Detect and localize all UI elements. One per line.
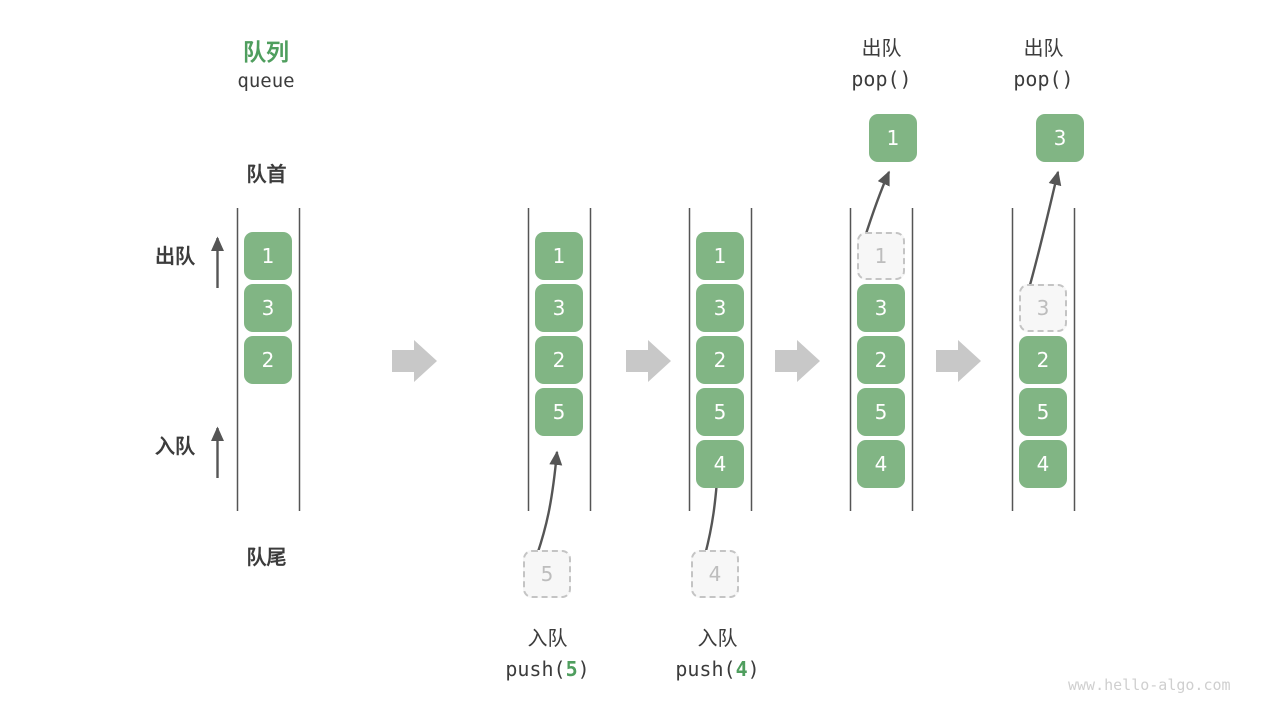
stage-connector-3 [775, 340, 820, 382]
pop-arrow-3 [1026, 170, 1062, 293]
push-arg: 5 [565, 657, 578, 681]
stage-push-4-op-label: 入队 [697, 626, 738, 650]
stage-connector-1 [392, 340, 437, 382]
queue-node: 5 [1019, 388, 1067, 436]
queue-node: 2 [535, 336, 583, 384]
stage-push-4-op-code: push(4) [675, 657, 760, 681]
queue-node-removed: 3 [1019, 284, 1067, 332]
popped-element-3: 3 [1036, 114, 1084, 162]
queue-node-removed: 1 [857, 232, 905, 280]
queue-node: 3 [857, 284, 905, 332]
stage-pop-3-op-label: 出队 [1023, 36, 1064, 60]
stage-connector-4 [936, 340, 981, 382]
stage-pop-1-nodes: 1 3 2 5 4 [857, 232, 905, 488]
incoming-element-4: 4 [691, 550, 739, 598]
push-arg: 4 [735, 657, 748, 681]
page-subtitle: queue [237, 70, 295, 92]
stage-pop-3-op-code: pop() [1013, 67, 1074, 91]
incoming-element-5: 5 [523, 550, 571, 598]
queue-node: 1 [244, 232, 292, 280]
queue-node: 4 [1019, 440, 1067, 488]
rails-stage-push-4 [688, 208, 753, 511]
queue-node-new: 4 [696, 440, 744, 488]
pop-arrow-1 [862, 170, 891, 241]
enqueue-direction-label: 入队 [155, 434, 195, 458]
queue-node: 2 [696, 336, 744, 384]
rails-stage-push-5 [527, 208, 592, 511]
rails-stage-pop-3 [1011, 208, 1076, 511]
queue-node: 5 [857, 388, 905, 436]
queue-head-label: 队首 [246, 162, 287, 186]
queue-node: 3 [535, 284, 583, 332]
queue-node: 1 [535, 232, 583, 280]
queue-node-new: 5 [535, 388, 583, 436]
stage-pop-1-op-label: 出队 [861, 36, 902, 60]
queue-node: 5 [696, 388, 744, 436]
rails-stage-initial [236, 208, 301, 511]
queue-node: 2 [857, 336, 905, 384]
popped-element-1: 1 [869, 114, 917, 162]
dequeue-direction-label: 出队 [155, 244, 195, 268]
stage-pop-1-op-code: pop() [851, 67, 912, 91]
stage-initial-nodes: 1 3 2 [244, 232, 292, 384]
stage-push-5-nodes: 1 3 2 5 [535, 232, 583, 436]
queue-node: 4 [857, 440, 905, 488]
rails-stage-pop-1 [849, 208, 914, 511]
stage-push-4-nodes: 1 3 2 5 4 [696, 232, 744, 488]
stage-pop-3-nodes: 3 2 5 4 [1019, 284, 1067, 488]
queue-node: 3 [696, 284, 744, 332]
queue-node: 2 [1019, 336, 1067, 384]
stage-connector-2 [626, 340, 671, 382]
watermark: www.hello-algo.com [1068, 676, 1231, 694]
queue-tail-label: 队尾 [246, 545, 287, 569]
queue-node: 2 [244, 336, 292, 384]
page-title: 队列 [243, 40, 289, 66]
stage-push-5-op-label: 入队 [527, 626, 568, 650]
queue-node: 3 [244, 284, 292, 332]
stage-push-5-op-code: push(5) [505, 657, 590, 681]
push-arrow-5 [535, 450, 563, 556]
queue-node: 1 [696, 232, 744, 280]
